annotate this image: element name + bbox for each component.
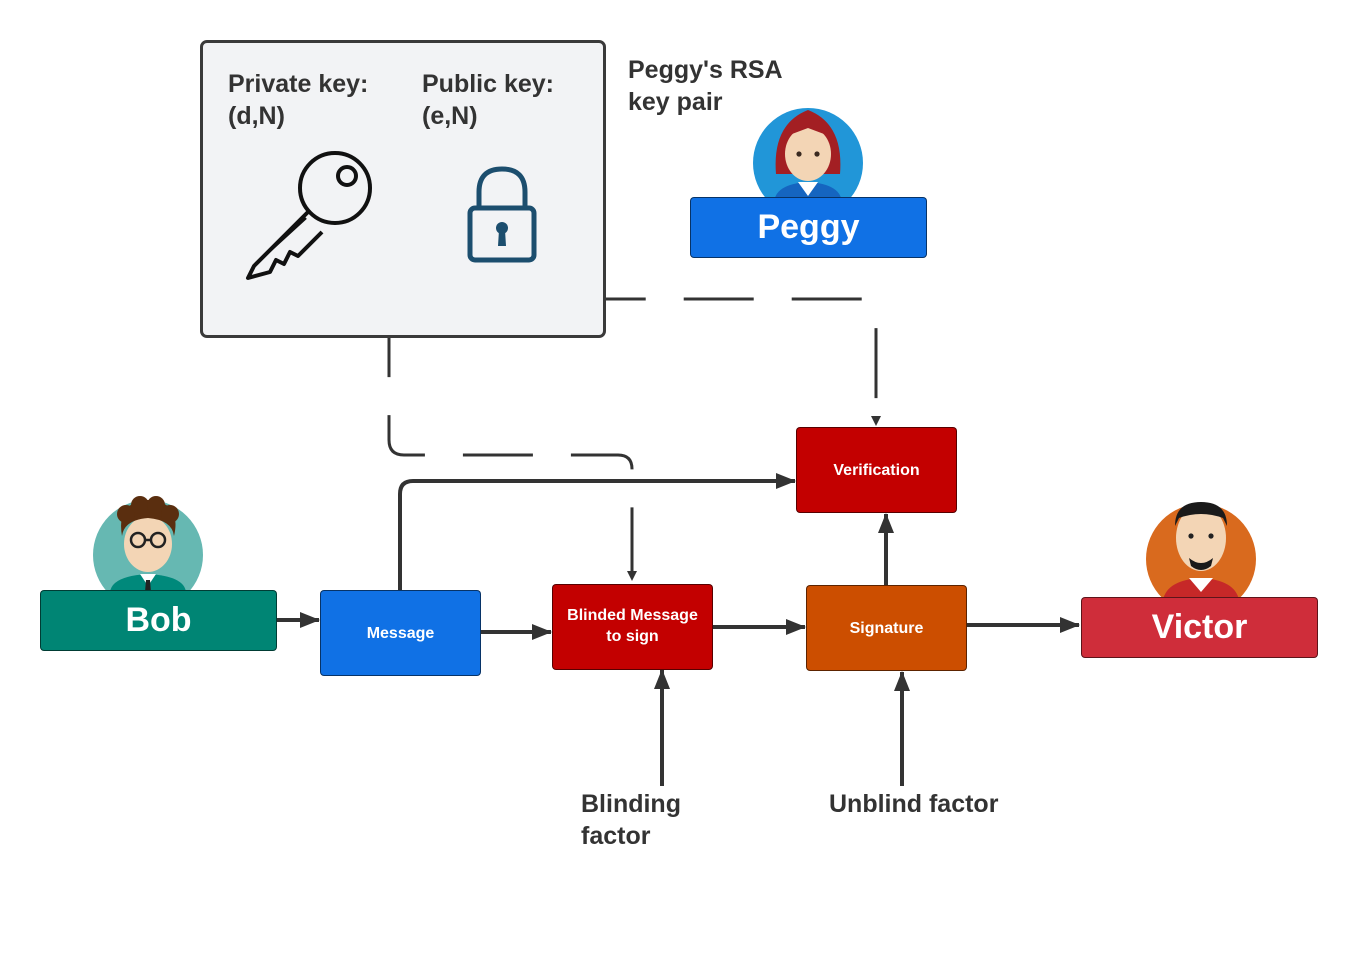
public-key-label: Public key: (e,N) — [422, 70, 554, 130]
message-to-verification-connector — [398, 473, 796, 590]
peggy-actor: Peggy — [690, 197, 927, 258]
private-key-label: Private key: (d,N) — [228, 70, 369, 130]
signature-box: Signature — [806, 585, 967, 671]
key-icon — [246, 151, 372, 280]
bob-avatar — [93, 496, 203, 592]
peggy-avatar — [753, 108, 863, 204]
victor-actor: Victor — [1081, 597, 1318, 658]
verification-box: Verification — [796, 427, 957, 513]
padlock-icon — [467, 166, 537, 263]
key-pair-caption: Peggy's RSA key pair — [628, 56, 783, 116]
message-box: Message — [320, 590, 481, 676]
blinding-factor-label: Blinding factor — [581, 790, 681, 850]
key-pair-panel — [200, 40, 606, 338]
unblind-factor-label: Unblind factor — [829, 790, 999, 818]
bob-actor: Bob — [40, 590, 277, 651]
blinded-message-box: Blinded Message to sign — [552, 584, 713, 670]
victor-avatar — [1146, 502, 1256, 600]
